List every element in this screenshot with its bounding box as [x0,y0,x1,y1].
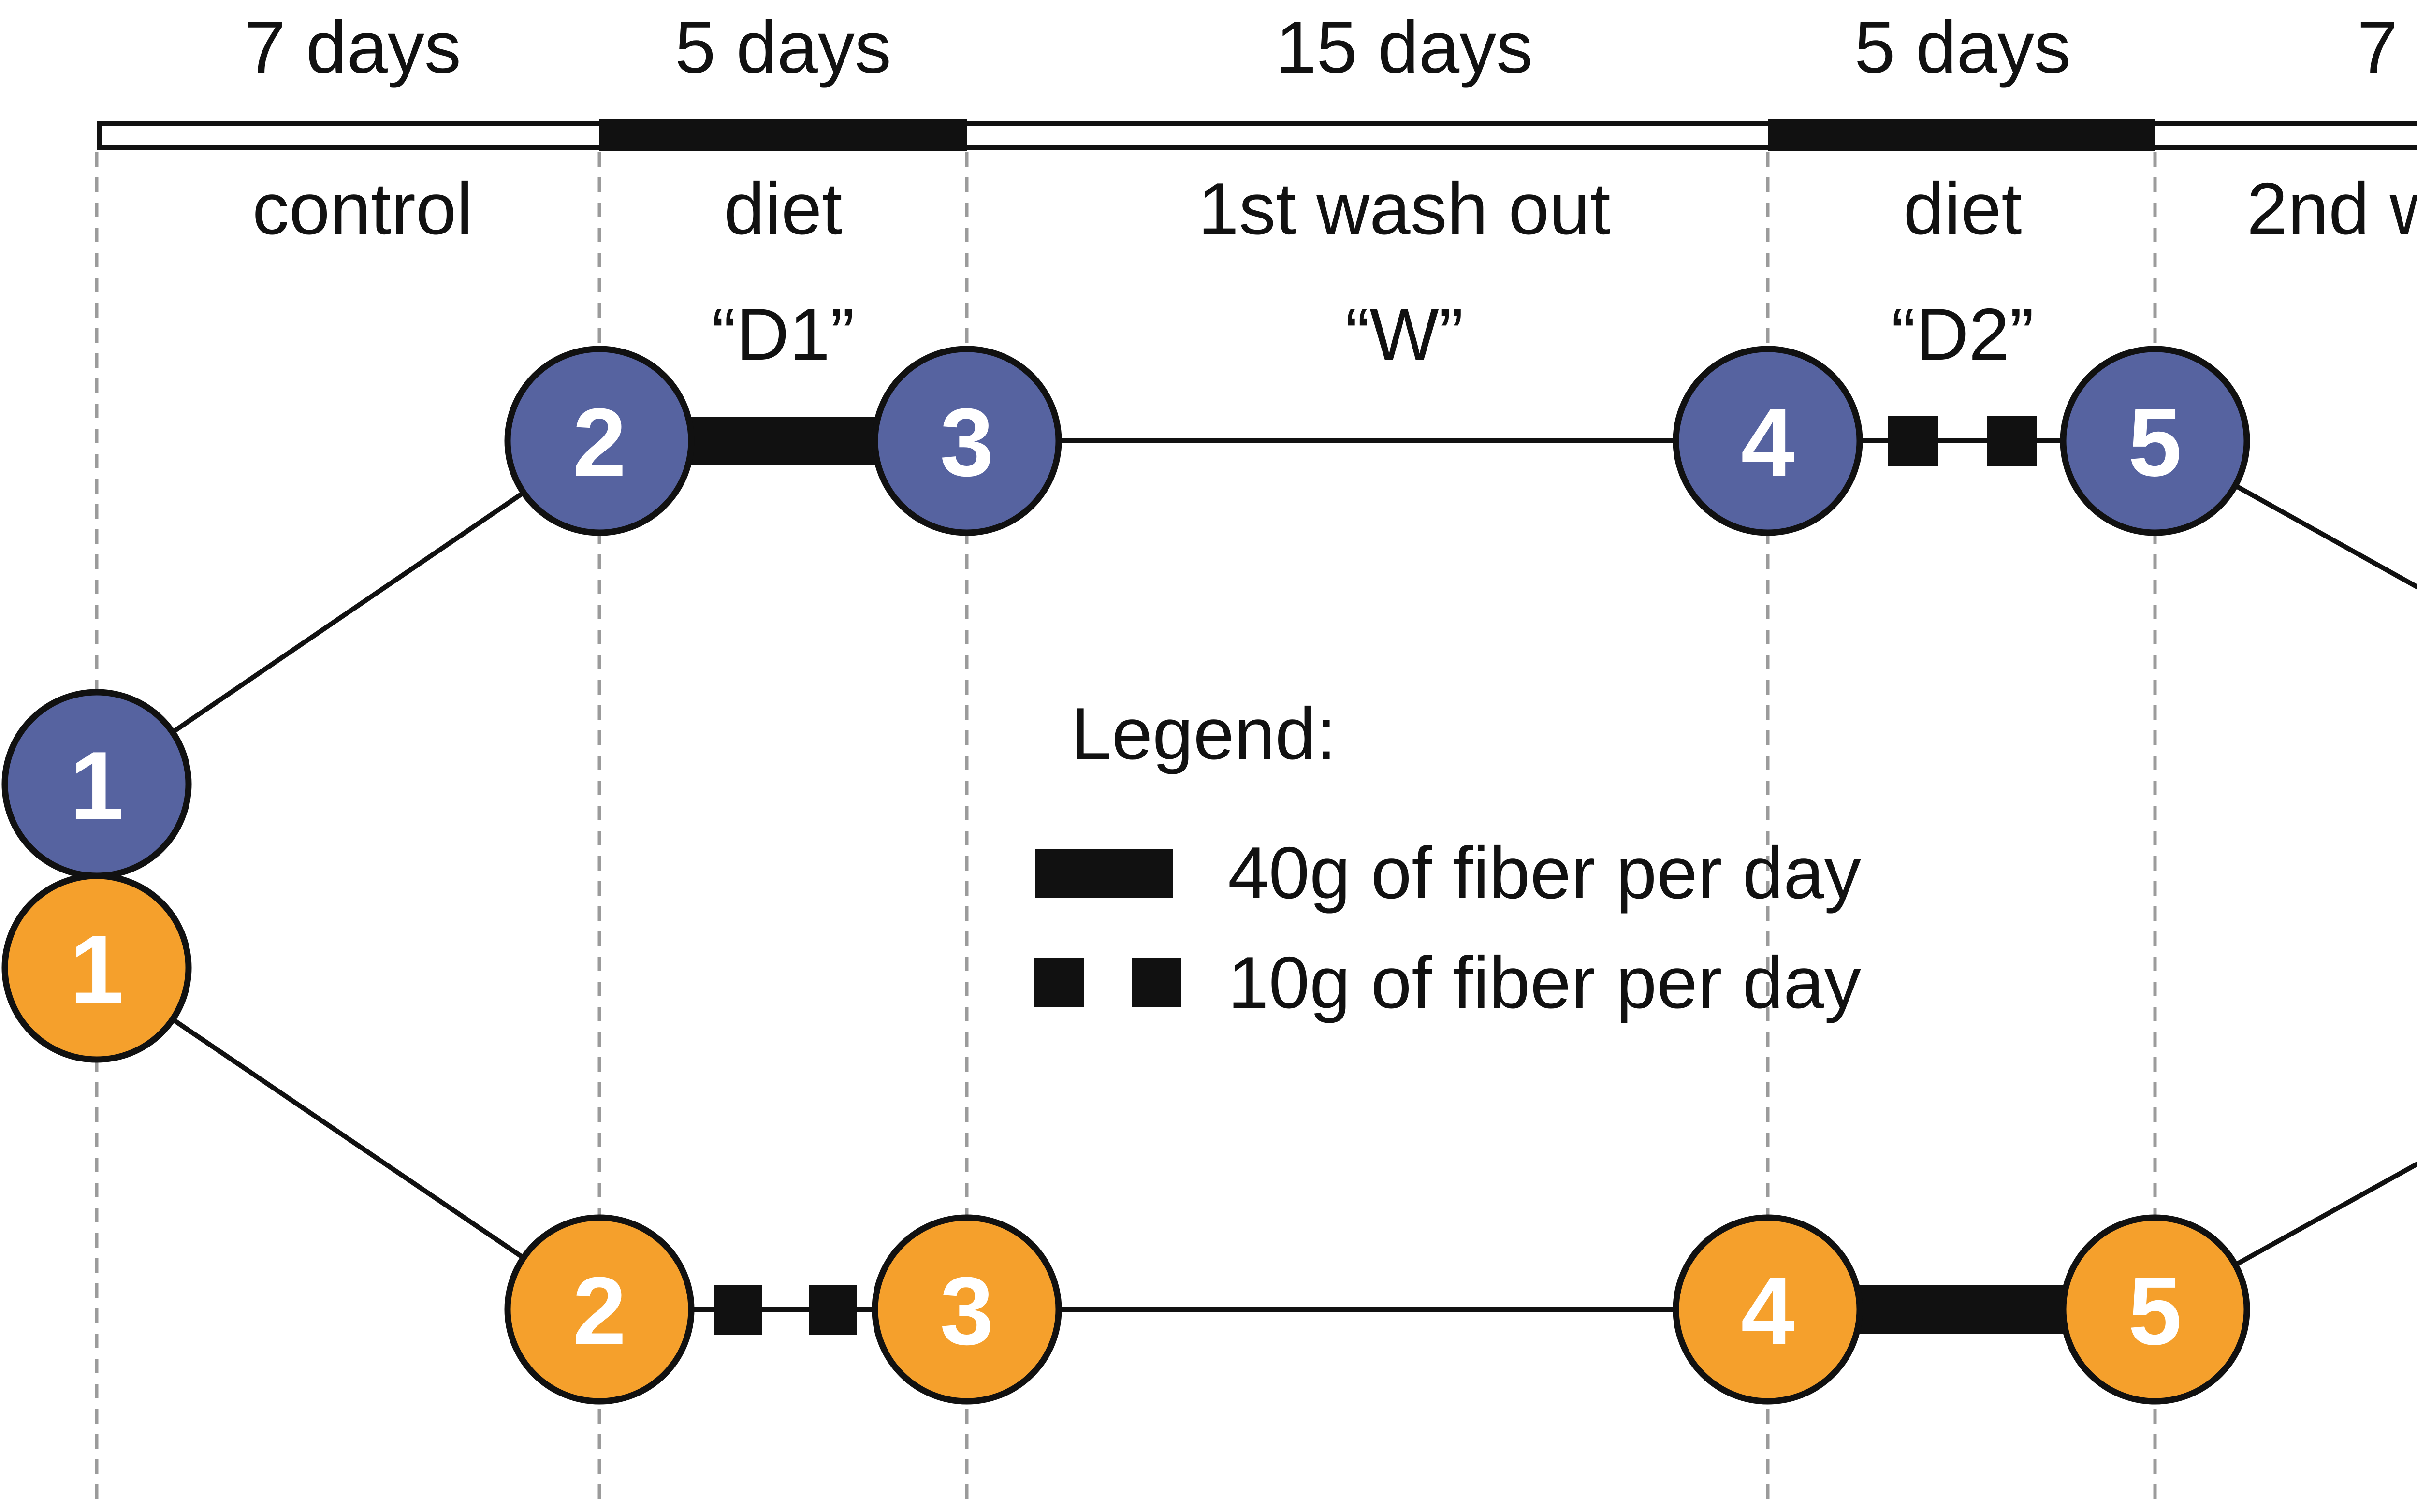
timeline-diet2-segment [1768,119,2155,151]
node-bottom-1-label: 1 [70,916,123,1023]
phase-labels: control diet 1st wash out diet 2nd wash … [252,168,2417,250]
node-bottom-4-label: 4 [1741,1257,1794,1365]
legend: Legend: 40g of fiber per day 10g of fibe… [1034,693,1861,1024]
duration-labels: 7 days 5 days 15 days 5 days 7 days [245,6,2417,88]
node-bottom-5-label: 5 [2128,1257,2182,1365]
node-top-4 [1673,346,1863,536]
connector-bottom-1-2 [95,965,601,1312]
code-w: “W” [1345,293,1464,376]
duration-period-4: 5 days [1854,6,2071,88]
fiber-10g-square-top-b [1987,416,2037,466]
phase-period-3: 1st wash out [1198,168,1610,250]
legend-swatch-10g-square-b [1132,958,1181,1007]
node-top-1-label: 1 [70,732,123,840]
code-d1: “D1” [712,293,855,376]
fiber-10g-square-bottom-a [714,1285,762,1335]
fiber-10g-square-bottom-b [809,1285,857,1335]
legend-label-10g: 10g of fiber per day [1228,942,1861,1024]
phase-period-1: control [252,168,473,250]
node-top-5 [2060,346,2250,536]
legend-swatch-40g-bar [1035,849,1173,898]
duration-period-5: 7 days [2357,6,2417,88]
node-bottom-3-label: 3 [940,1257,993,1365]
phase-period-4: diet [1903,168,2022,250]
node-bottom-1 [1,872,192,1063]
node-bottom-2 [504,1214,695,1405]
duration-period-3: 15 days [1276,6,1533,88]
legend-swatch-10g-square-a [1034,958,1084,1007]
legend-title: Legend: [1071,693,1336,775]
period-code-labels: “D1” “W” “D2” [712,293,2034,376]
connector-top-1-2 [95,438,601,786]
code-d2: “D2” [1891,293,2034,376]
duration-period-1: 7 days [245,6,461,88]
phase-period-5: 2nd wash out [2247,168,2417,250]
node-top-3 [872,346,1062,536]
node-bottom-5 [2060,1214,2250,1405]
node-bottom-4 [1673,1214,1863,1405]
node-top-5-label: 5 [2128,389,2182,496]
timeline-bar [97,119,2417,151]
node-top-2-label: 2 [572,389,626,496]
node-bottom-3 [872,1214,1062,1405]
node-top-2 [504,346,695,536]
node-top-4-label: 4 [1741,389,1794,496]
connector-top-5-6 [2154,438,2417,590]
phase-period-2: diet [724,168,842,250]
node-bottom-2-label: 2 [572,1257,626,1365]
fiber-10g-square-top-a [1888,416,1938,466]
connector-bottom-5-6 [2154,1161,2417,1312]
node-top-3-label: 3 [940,389,993,496]
duration-period-2: 5 days [675,6,891,88]
timeline-diet1-segment [599,119,967,151]
legend-label-40g: 40g of fiber per day [1228,832,1861,914]
arm-top-nodes: 1 2 3 4 5 6 [1,346,2250,879]
arm-bottom-nodes: 1 2 3 4 5 6 [1,872,2250,1405]
